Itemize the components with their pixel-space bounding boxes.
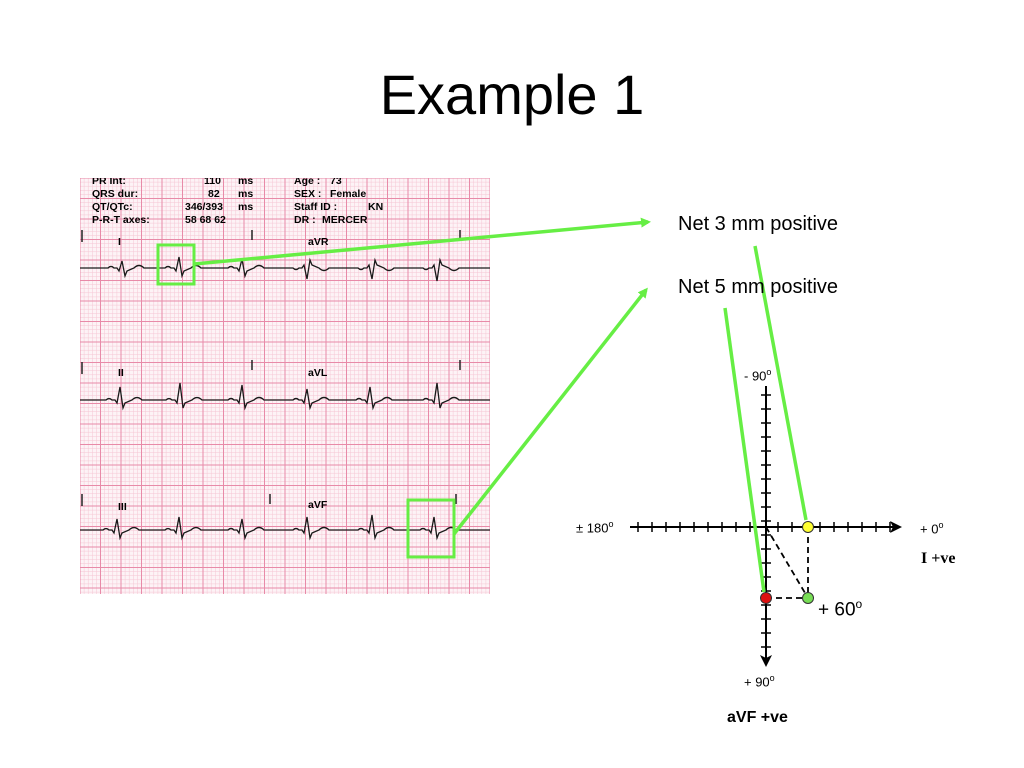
staff-value: KN [368,201,383,213]
qt-unit: ms [238,201,253,213]
qt-value: 346/393 [185,201,223,213]
qrs-value: 82 [208,188,220,200]
sex-value: Female [330,188,366,200]
pr-int-unit: ms [238,178,253,187]
result-angle-label: + 60o [818,597,863,621]
pr-int-value: 110 [204,178,221,187]
qrs-label: QRS dur: [92,188,138,200]
lead-i-annotation: Net 3 mm positive [678,213,839,235]
lead-avf-annotation: Net 5 mm positive [678,276,839,298]
result-vector [765,526,809,599]
dr-label: DR : [294,214,316,226]
trace-row-3 [80,514,490,541]
lead-i-pointer [753,245,808,521]
lead-i-positive-label: I +ve [921,550,956,567]
lead-label-ii: II [118,367,124,379]
lead-i-highlight-box [156,243,196,286]
lead-label-avf: aVF [308,499,328,511]
lead-label-avr: aVR [308,236,329,248]
lead-avf-pointer [723,307,766,593]
lead-i-arrow [193,217,651,266]
trace-row-1 [80,256,490,282]
trace-row-2 [80,382,490,411]
lead-label-i: I [118,236,121,248]
dr-value: MERCER [322,214,368,226]
pr-int-label: PR Int: [92,178,126,187]
sex-label: SEX : [294,188,321,200]
lead-label-avl: aVL [308,367,328,379]
ecg-strip: PR Int: 110 ms QRS dur: 82 ms QT/QTc: 34… [80,178,490,594]
lead-avf-arrow [452,287,648,536]
lead-label-iii: III [118,501,127,513]
plus-minus-180-label: ± 180o [576,519,614,536]
prt-value: 58 68 62 [185,214,226,226]
age-label: Age : [294,178,320,187]
age-value: 73 [330,178,342,187]
qt-label: QT/QTc: [92,201,133,213]
lead-avf-marker [760,592,772,604]
avf-positive-label: aVF +ve [727,709,788,726]
plus-90-label: + 90o [744,673,775,690]
staff-label: Staff ID : [294,201,337,213]
qrs-unit: ms [238,188,253,200]
lead-avf-highlight-box [406,498,456,559]
result-marker [802,592,814,604]
prt-label: P-R-T axes: [92,214,150,226]
lead-i-marker [802,521,814,533]
ecg-grid: PR Int: 110 ms QRS dur: 82 ms QT/QTc: 34… [80,178,490,594]
slide-title: Example 1 [379,63,645,126]
minus-90-label: - 90o [744,367,772,384]
zero-degree-label: + 0o [920,520,944,537]
